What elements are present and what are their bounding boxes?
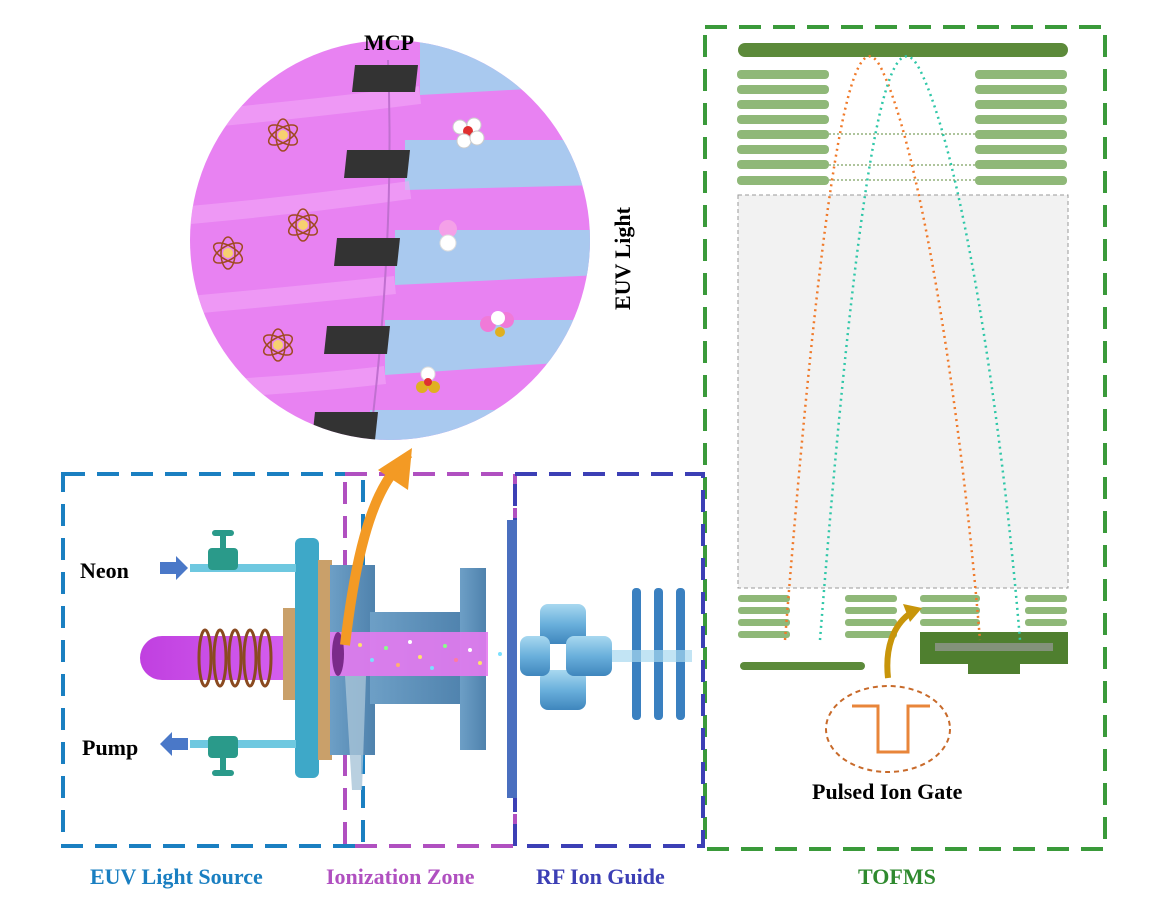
arrow-left-icon (160, 732, 188, 756)
window-flange (283, 608, 297, 700)
coil-icon (197, 628, 273, 688)
pump-label: Pump (82, 735, 139, 760)
ion-lens-plate (507, 520, 517, 798)
flight-tube (737, 194, 1069, 589)
rf-ion-guide-label: RF Ion Guide (536, 864, 665, 889)
euv-light-source-label: EUV Light Source (90, 864, 263, 889)
tofms-section (703, 25, 1107, 851)
neon-inlet (160, 530, 296, 580)
pulsed-ion-gate-label: Pulsed Ion Gate (812, 779, 963, 804)
pulse-waveform (852, 704, 930, 754)
molecule-icon (439, 220, 457, 252)
source-flange (295, 538, 319, 778)
mcp-block (324, 326, 390, 354)
magnified-view (190, 40, 590, 440)
neon-label: Neon (80, 558, 129, 583)
gate-arrow-icon (903, 604, 922, 622)
atom-icon (267, 118, 299, 152)
euv-light-label: EUV Light (610, 207, 635, 310)
mcp-block (334, 238, 400, 266)
atom-icon (212, 236, 244, 270)
ion-trajectory-orange (783, 55, 982, 641)
extraction-plates (738, 595, 1067, 638)
molecule-icon (452, 117, 485, 149)
atom-icon (262, 328, 294, 362)
sample-inlet (345, 676, 366, 790)
ionization-zone-label: Ionization Zone (326, 864, 475, 889)
mcp-block (352, 65, 418, 92)
reflector-top-bar (738, 43, 1068, 57)
reflector-plates-left (737, 70, 829, 185)
tofms-label: TOFMS (858, 864, 936, 889)
molecule-icon (480, 311, 514, 337)
mcp-label: MCP (364, 30, 415, 55)
molecule-icon (416, 366, 440, 393)
pulsed-gate-ellipse (825, 685, 951, 773)
accelerator-plate (740, 662, 865, 670)
source-sections (61, 448, 705, 848)
atom-icon (287, 208, 319, 242)
pump-outlet (160, 732, 296, 776)
mcp-block (344, 150, 410, 178)
mcp-block (312, 412, 378, 440)
rf-ion-guide (520, 604, 612, 710)
arrow-right-icon (160, 556, 188, 580)
valve-icon (208, 548, 238, 570)
valve-icon (208, 736, 238, 758)
reflector-plates-right (975, 70, 1067, 185)
